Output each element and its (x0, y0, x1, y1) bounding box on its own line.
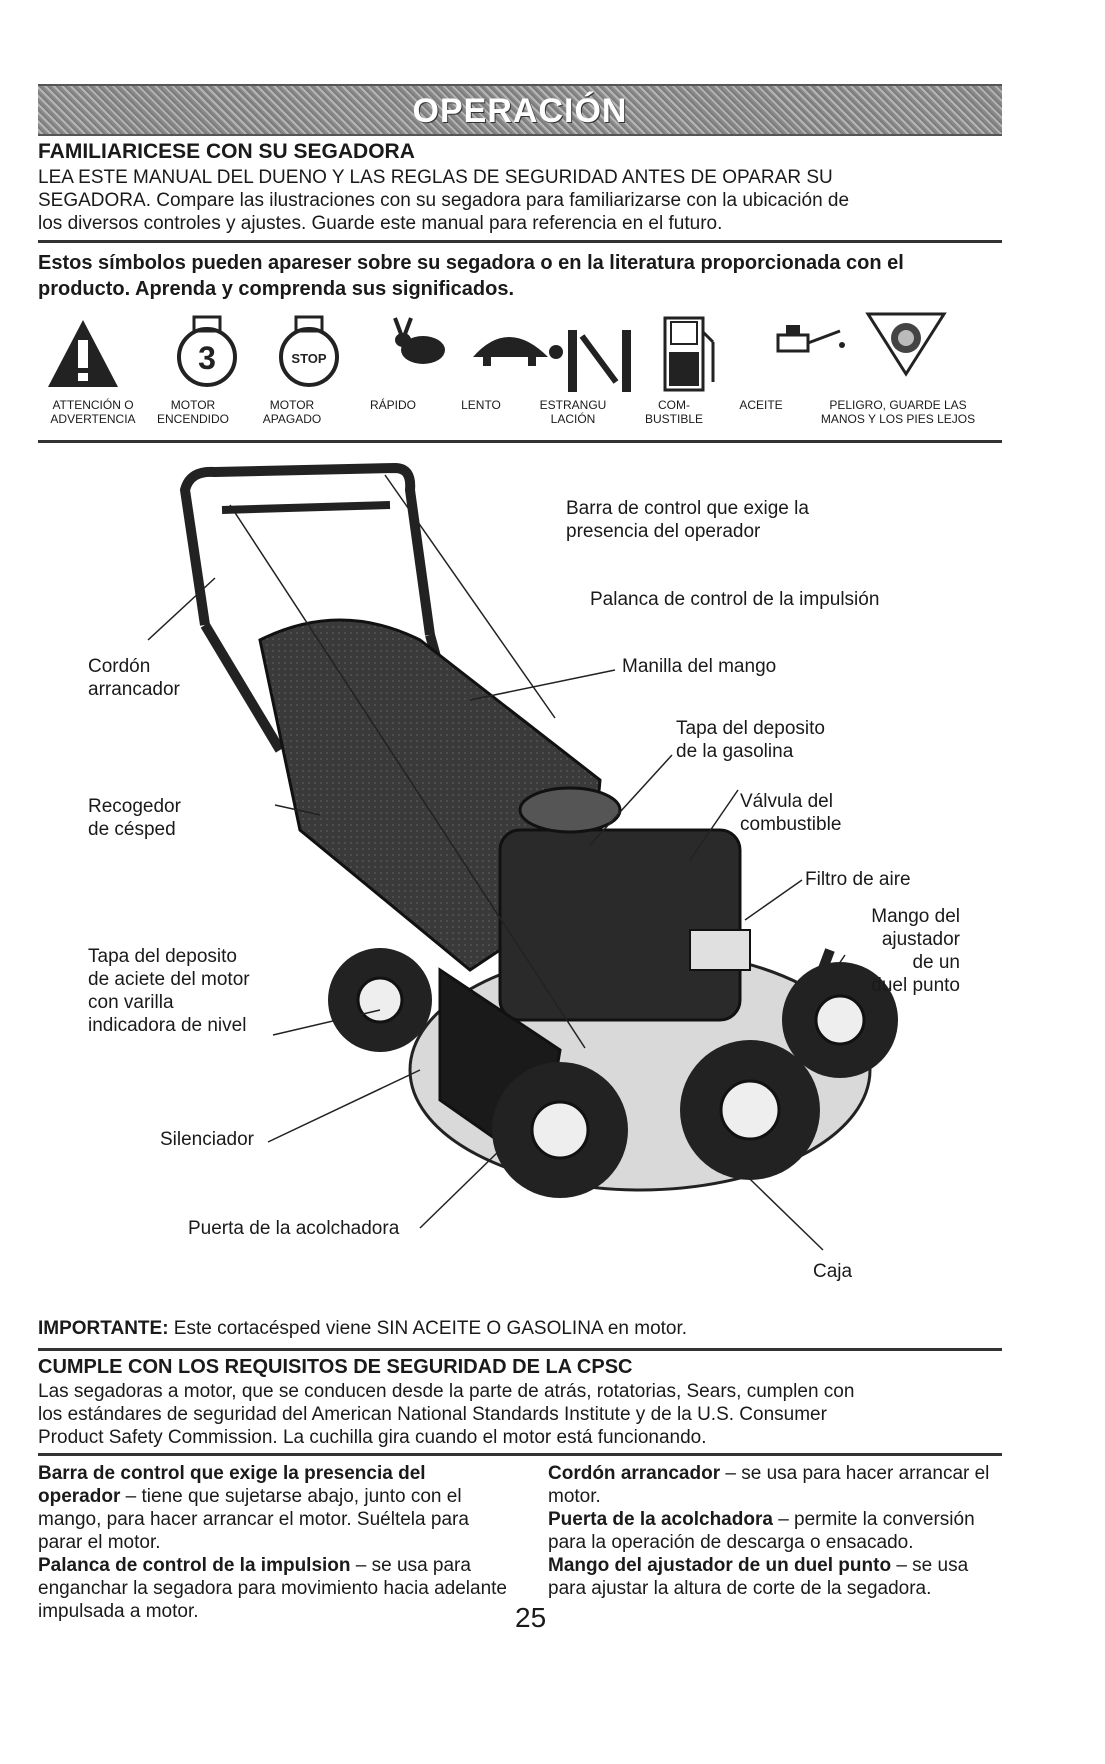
symbols-intro: Estos símbolos pueden apareser sobre su … (38, 250, 1008, 302)
symbol-label-oil: ACEITE (739, 398, 783, 412)
symbols-row: 3 STOP (48, 312, 947, 392)
important-text: Este cortacésped viene SIN ACEITE O GASO… (168, 1318, 688, 1339)
label-housing: Caja (813, 1261, 853, 1282)
page-number: 25 (515, 1602, 547, 1633)
cpsc-text: Las segadoras a motor, que se conducen d… (38, 1380, 1008, 1449)
intro-line: los diversos controles y ajustes. Guarde… (38, 213, 723, 234)
intro-line: SEGADORA. Compare las ilustraciones con … (38, 190, 850, 211)
svg-text:3: 3 (198, 340, 216, 376)
cpsc-line: Las segadoras a motor, que se conducen d… (38, 1381, 855, 1402)
label-handle-knob: Manilla del mango (622, 656, 777, 677)
cpsc-line: Product Safety Commission. La cuchilla g… (38, 1427, 707, 1448)
symbols-intro-line: Estos símbolos pueden apareser sobre su … (38, 252, 904, 274)
lawn-mower-diagram (147, 462, 898, 1251)
engine-off-icon: STOP (279, 315, 339, 387)
leader-lines (147, 474, 846, 1251)
turtle-icon (473, 337, 563, 366)
important-note: IMPORTANTE: Este cortacésped viene SIN A… (38, 1318, 687, 1340)
definition-item: Cordón arrancador – se usa para hacer ar… (548, 1463, 990, 1507)
definition-item: Puerta de la acolchadora – permite la co… (548, 1509, 975, 1553)
oil-can-icon (776, 325, 845, 353)
symbols-intro-line: producto. Aprenda y comprenda sus signif… (38, 278, 515, 300)
wheel-rear-left (328, 948, 432, 1052)
definition-item: Palanca de control de la impulsion – se … (38, 1555, 507, 1622)
label-mulcher-door: Puerta de la acolchadora (188, 1218, 400, 1239)
hand-danger-icon (865, 312, 947, 377)
symbol-label-fast: RÁPIDO (369, 398, 416, 412)
symbol-label-fuel: COM-BUSTIBLE (644, 398, 704, 426)
stop-text: STOP (291, 351, 326, 366)
wheel-rear-right (782, 962, 898, 1078)
intro-heading: FAMILIARICESE CON SU SEGADORA (38, 140, 415, 163)
control-bar (221, 501, 391, 514)
cpsc-heading: CUMPLE CON LOS REQUISITOS DE SEGURIDAD D… (38, 1356, 633, 1378)
fuel-icon (663, 316, 715, 392)
cpsc-line: los estándares de seguridad del American… (38, 1404, 827, 1425)
divider (38, 440, 1002, 443)
section-banner: OPERACIÓN (38, 84, 1002, 136)
label-air-filter: Filtro de aire (805, 869, 911, 890)
height-adjuster (810, 948, 835, 992)
rabbit-icon (393, 317, 445, 364)
definition-item: Barra de control que exige la presencia … (38, 1463, 469, 1553)
engine-on-icon: 3 (177, 315, 237, 387)
divider (38, 1348, 1002, 1351)
important-lead: IMPORTANTE: (38, 1318, 169, 1339)
wheel-front-right (680, 1040, 820, 1180)
section-title: OPERACIÓN (412, 92, 628, 130)
engine (498, 786, 751, 1022)
definitions-right: Cordón arrancador – se usa para hacer ar… (548, 1462, 1004, 1600)
symbol-label-slow: LENTO (461, 398, 501, 412)
divider (38, 240, 1002, 243)
warning-icon (48, 320, 118, 387)
divider (38, 1453, 1002, 1456)
label-muffler: Silenciador (160, 1129, 254, 1150)
definition-item: Mango del ajustador de un duel punto – s… (548, 1555, 969, 1599)
choke-icon (568, 330, 631, 392)
intro-line: LEA ESTE MANUAL DEL DUENO Y LAS REGLAS D… (38, 167, 833, 188)
intro-text: LEA ESTE MANUAL DEL DUENO Y LAS REGLAS D… (38, 166, 1008, 235)
label-drive-lever: Palanca de control de la impulsión (590, 589, 880, 610)
definitions-left: Barra de control que exige la presencia … (38, 1462, 508, 1623)
wheel-front-left (492, 1062, 628, 1198)
